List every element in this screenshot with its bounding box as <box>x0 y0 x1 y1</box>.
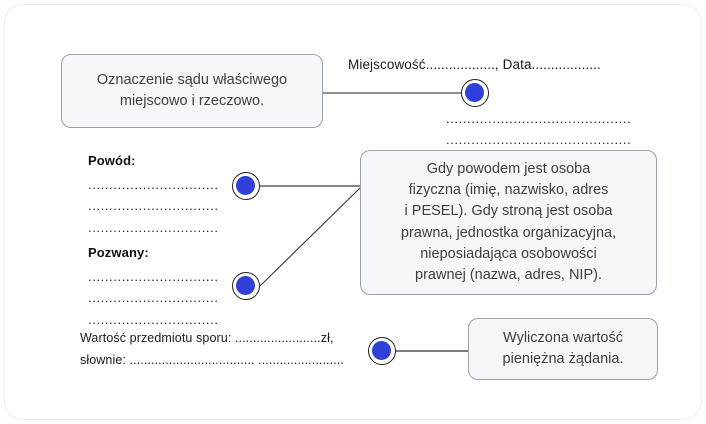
plaintiff-block: Powód: ............................... .… <box>88 153 238 238</box>
plaintiff-label: Powód: <box>88 153 136 168</box>
plaintiff-line-3: ............................... <box>88 219 219 235</box>
node-marker-plaintiff[interactable] <box>232 172 260 200</box>
node-marker-dispute-value[interactable] <box>368 337 396 365</box>
node-marker-date[interactable] <box>461 79 489 107</box>
defendant-line-1: ............................... <box>88 269 219 284</box>
defendant-line-3: ............................... <box>88 311 219 327</box>
place-date-line: Miejscowość.................., Data.....… <box>348 57 601 72</box>
header-dotted-line-1: ........................................… <box>446 111 630 126</box>
defendant-line-2: ............................... <box>88 290 219 306</box>
header-dotted-line-2: ........................................… <box>446 132 630 148</box>
callout-party: Gdy powodem jest osoba fizyczna (imię, n… <box>360 150 657 295</box>
node-marker-defendant[interactable] <box>232 272 260 300</box>
callout-court: Oznaczenie sądu właściwego miejscowo i r… <box>61 54 323 128</box>
plaintiff-line-2: ............................... <box>88 198 219 214</box>
header-dotted-lines: ........................................… <box>446 108 630 151</box>
defendant-block: Pozwany: ...............................… <box>88 245 238 330</box>
callout-party-text: Gdy powodem jest osoba fizyczna (imię, n… <box>400 161 617 283</box>
defendant-label: Pozwany: <box>88 245 149 260</box>
dispute-value-block: Wartość przedmiotu sporu: ..............… <box>80 328 365 372</box>
callout-value-text: Wyliczona wartość pieniężna żądania. <box>502 329 624 367</box>
dispute-value-line-2: słownie: ...............................… <box>80 352 344 367</box>
callout-value: Wyliczona wartość pieniężna żądania. <box>468 318 658 380</box>
dispute-value-line-1: Wartość przedmiotu sporu: ..............… <box>80 331 334 345</box>
plaintiff-line-1: ............................... <box>88 177 219 192</box>
callout-court-text: Oznaczenie sądu właściwego miejscowo i r… <box>96 71 288 109</box>
